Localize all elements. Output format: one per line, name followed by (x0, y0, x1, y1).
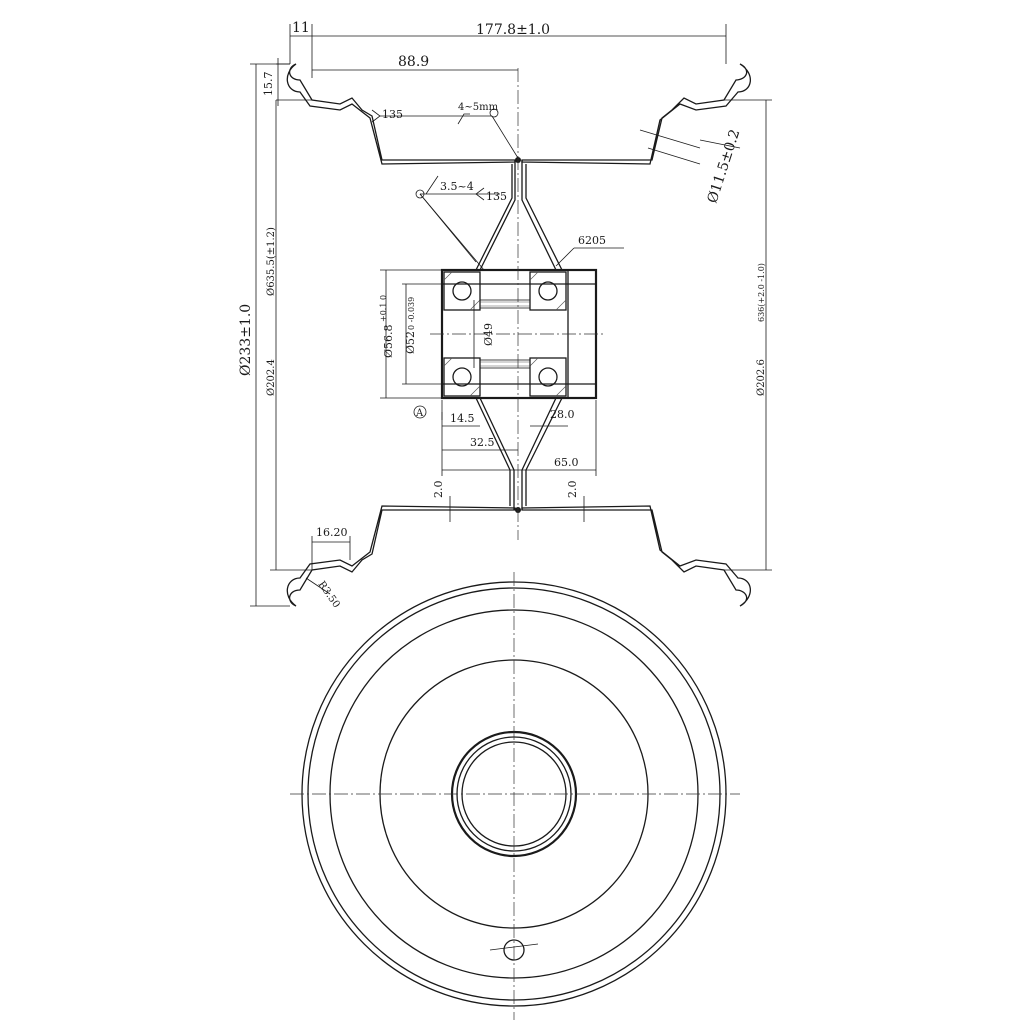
dim-shaft: Ø49 (482, 323, 495, 346)
dimension-lines (250, 24, 772, 607)
label-bearing: 6205 (578, 234, 606, 247)
dim-thk-left: 2.0 (432, 481, 445, 499)
dim-width-top: 177.8±1.0 (476, 22, 550, 38)
dim-32-5: 32.5 (470, 436, 495, 449)
dim-weld-leg-top: 4~5mm (458, 102, 499, 113)
dim-flange-offset: 11 (292, 20, 310, 36)
label-datum: A (415, 408, 424, 419)
rim-front-view (290, 572, 740, 1020)
dim-half-width: 88.9 (398, 54, 429, 70)
dim-outer-dia: Ø233±1.0 (238, 304, 254, 376)
dim-bolt-hole: Ø11.5±0.2 (705, 127, 744, 205)
dim-flange-width: 16.20 (316, 526, 348, 539)
dim-14-5: 14.5 (450, 412, 475, 425)
dim-28-0: 28.0 (550, 408, 575, 421)
dim-weld-angle-hub: 135 (486, 190, 507, 203)
dim-65-0: 65.0 (554, 456, 579, 469)
dim-weld-leg-hub: 3.5~4 (440, 180, 474, 193)
dim-seat-left: Ø202.4 (266, 359, 277, 396)
dim-hub-od-tol: +0.1 0 (379, 295, 388, 322)
dim-bead-dia-left: Ø635.5(±1.2) (266, 227, 277, 296)
dim-flange-height: 15.7 (262, 72, 275, 97)
dimension-labels: 11 177.8±1.0 88.9 15.7 4~5mm 135 3.5~4 1… (238, 20, 767, 610)
dim-hub-od: Ø56.8 (382, 324, 395, 358)
dim-seat-right: Ø202.6 (756, 359, 767, 396)
dim-radius: R3.50 (316, 579, 342, 610)
dim-bead-dia-right: 636(+2.0 -1.0) (757, 263, 766, 322)
dim-bore-tol: 0 -0.039 (407, 297, 416, 330)
hub-bearing-section (440, 268, 598, 400)
dim-weld-angle-top: 135 (382, 108, 403, 121)
dim-thk-right: 2.0 (566, 481, 579, 499)
dim-bore: Ø52 (404, 331, 417, 354)
rim-section-profile (286, 63, 751, 607)
